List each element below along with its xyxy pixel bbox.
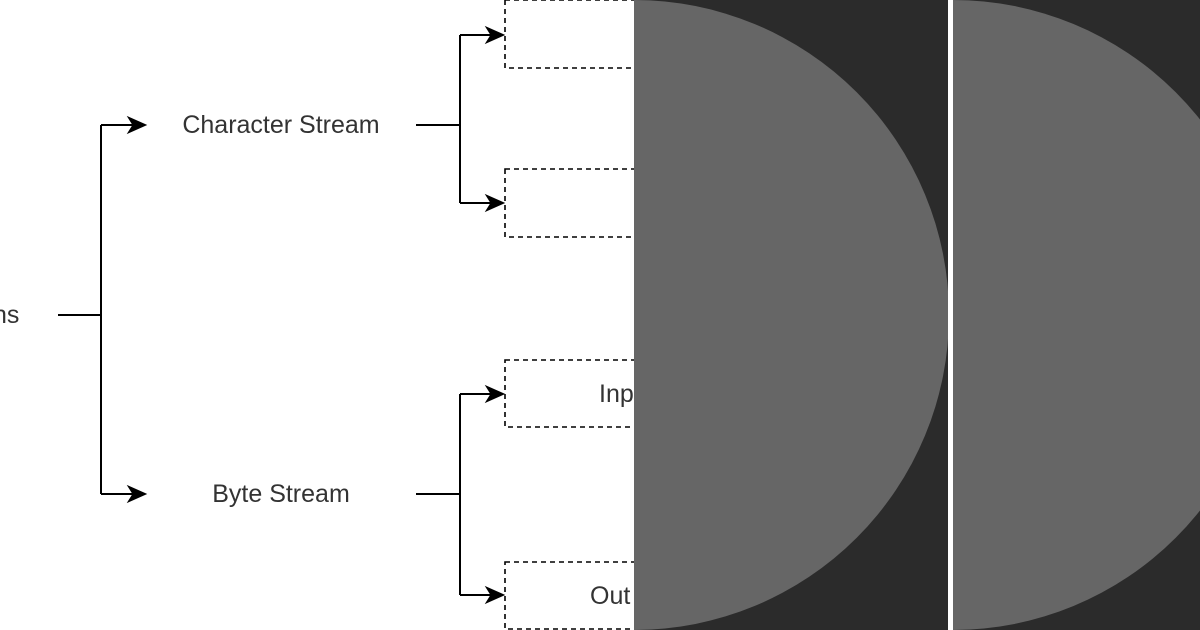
overlay-divider <box>948 0 953 630</box>
overlay-panel-left <box>634 0 950 630</box>
branch-label-byte-stream: Byte Stream <box>212 480 350 508</box>
arrow-head <box>484 585 506 605</box>
arrow-head <box>126 484 148 504</box>
overlay-panel-right <box>953 0 1200 630</box>
overlay-semicircle <box>953 0 1200 630</box>
byte-connector <box>416 384 506 605</box>
leaf-box-label: Out <box>590 582 630 610</box>
arrow-head <box>126 115 148 135</box>
arrow-head <box>484 193 506 213</box>
character-connector <box>416 25 506 213</box>
branch-label-character-stream: Character Stream <box>182 111 379 139</box>
arrow-head <box>484 25 506 45</box>
root-label: ns <box>0 301 19 329</box>
arrow-head <box>484 384 506 404</box>
leaf-box-label: Inp <box>599 380 634 408</box>
overlay-semicircle <box>634 0 949 630</box>
root-connector <box>58 115 148 504</box>
